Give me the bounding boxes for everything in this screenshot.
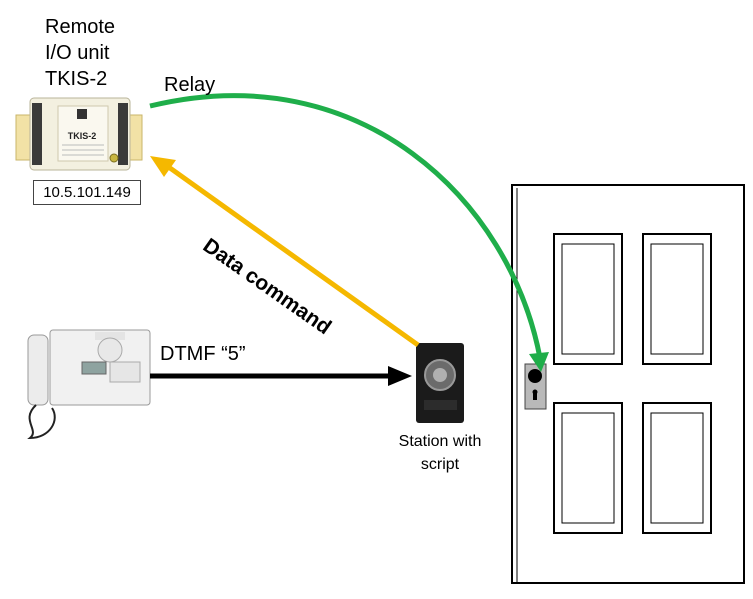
dtmf-arrow: [150, 366, 412, 386]
title-line-2: I/O unit: [45, 42, 110, 64]
ip-address-label: 10.5.101.149: [33, 180, 141, 205]
relay-label: Relay: [164, 74, 216, 96]
station-label-line-2: script: [420, 456, 460, 473]
title-line-3: TKIS-2: [45, 68, 108, 90]
relay-arrow: [149, 93, 543, 359]
dtmf-label: DTMF “5”: [160, 343, 246, 365]
data-command-arrow: [150, 156, 420, 348]
station-label-line-1: Station with: [398, 433, 482, 450]
desk-intercom-phone-icon: [27, 329, 151, 440]
station-label: Station with script: [380, 430, 500, 476]
door-lock-icon: [524, 363, 547, 410]
module-label: TKIS-2: [68, 131, 97, 141]
intercom-station-icon: [416, 343, 464, 423]
title-line-1: Remote: [45, 16, 116, 38]
tkis-2-module-icon: TKIS-2: [15, 97, 143, 171]
door-icon: [511, 184, 745, 584]
